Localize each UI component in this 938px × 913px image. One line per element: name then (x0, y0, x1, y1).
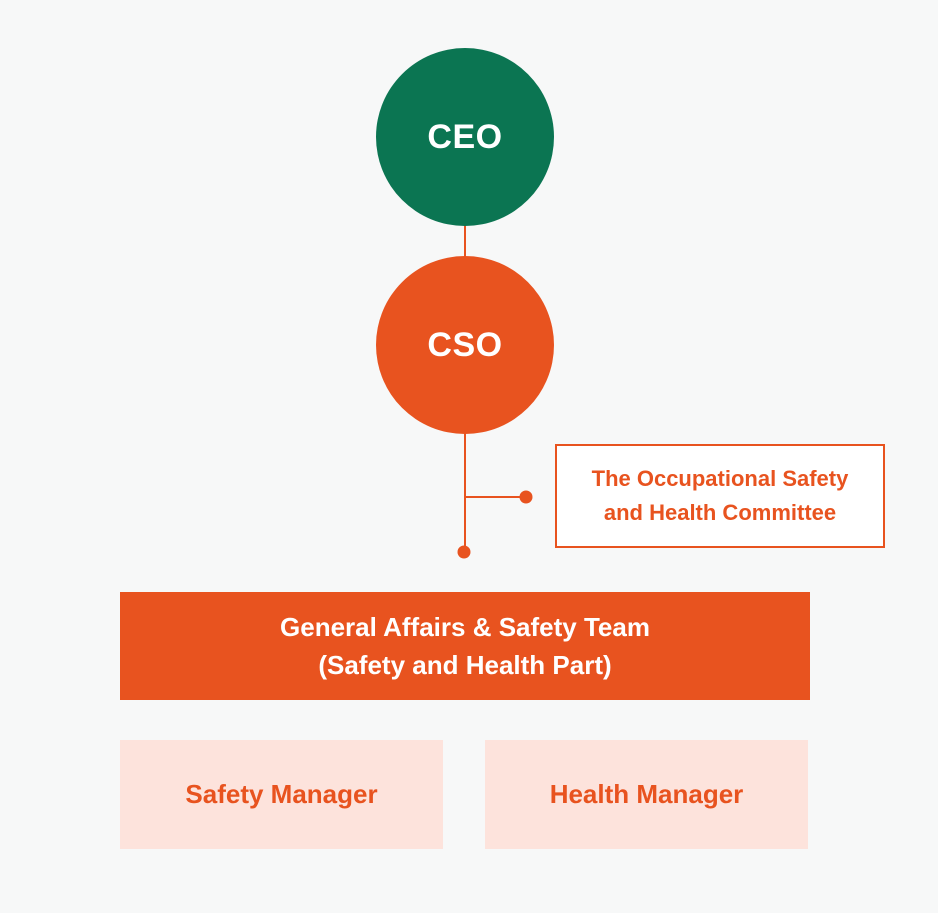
committee-node: The Occupational Safety and Health Commi… (555, 444, 885, 548)
safety-manager-node: Safety Manager (120, 740, 443, 849)
health-manager-label: Health Manager (549, 779, 744, 809)
ceo-label: CEO (427, 117, 503, 156)
committee-branch-dot (519, 490, 533, 504)
cso-node: CSO (376, 256, 554, 434)
team-connector-dot (457, 545, 471, 559)
team-label: General Affairs & Safety Team (Safety an… (280, 612, 650, 680)
cso-label: CSO (427, 325, 503, 364)
safety-manager-label: Safety Manager (185, 779, 378, 809)
ceo-node: CEO (376, 48, 554, 226)
committee-label: The Occupational Safety and Health Commi… (591, 466, 849, 525)
health-manager-node: Health Manager (485, 740, 808, 849)
general-affairs-team-node: General Affairs & Safety Team (Safety an… (120, 592, 810, 700)
